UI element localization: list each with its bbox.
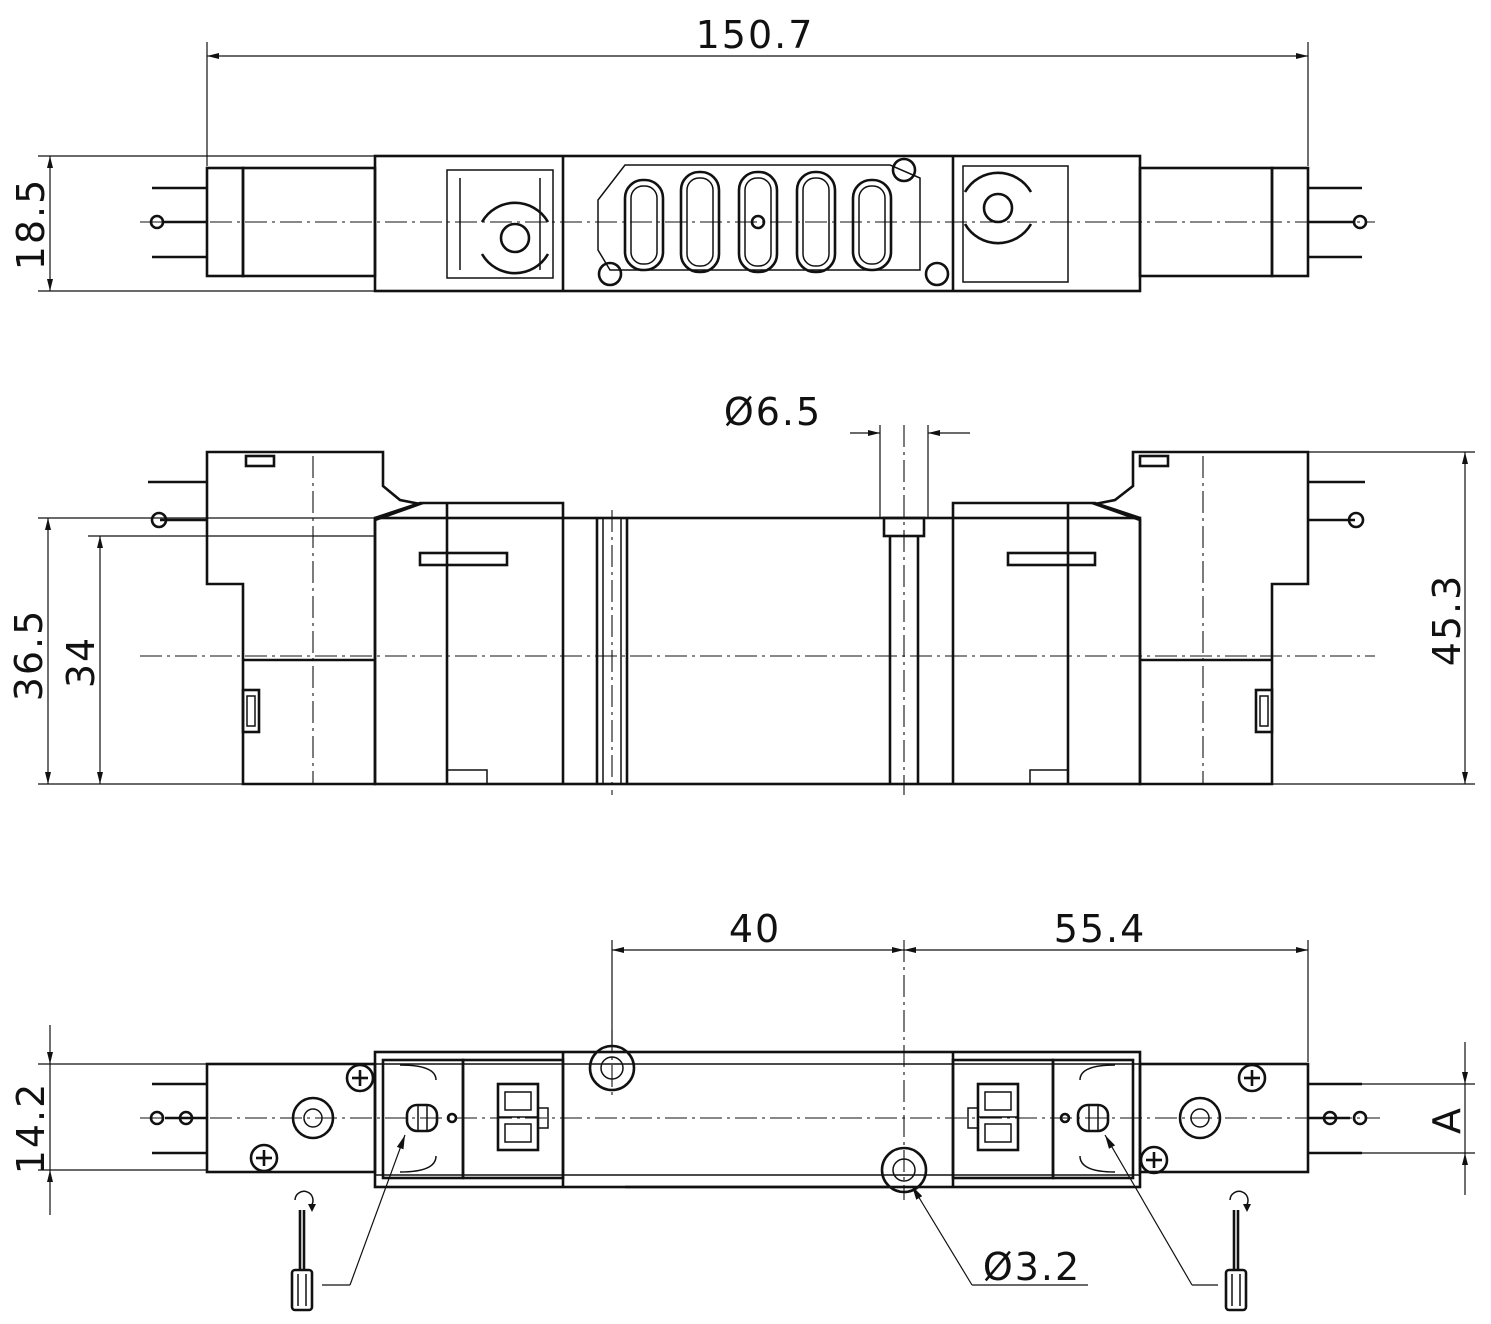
dim-total-height: 45.3 — [1140, 451, 1475, 785]
dim-ref-a: A — [1308, 1042, 1475, 1195]
valve-body-bottom — [373, 1050, 1142, 1189]
dim-mount-height-label: 34 — [59, 636, 103, 688]
mount-hole-3 — [924, 261, 950, 287]
dim-body-height: 36.5 — [7, 517, 375, 785]
right-label-slot — [1006, 551, 1097, 567]
front-view: Ø6.5 45.3 36.5 34 — [7, 390, 1475, 795]
dim-width-bottom: 14.2 — [9, 1025, 207, 1215]
dim-spacing-right: 55.4 — [904, 907, 1309, 1062]
mount-hole-2 — [597, 261, 623, 287]
screwdriver-right-icon — [1104, 1134, 1251, 1312]
dim-height-top-label: 18.5 — [9, 178, 53, 271]
dim-mount-height: 34 — [59, 535, 375, 784]
dim-spacing-left-label: 40 — [729, 907, 781, 951]
dim-bore-label: Ø6.5 — [724, 390, 822, 434]
dim-hole: Ø3.2 — [911, 1185, 1088, 1289]
dim-total-height-label: 45.3 — [1425, 574, 1469, 667]
left-screw-2 — [249, 1143, 279, 1173]
valve-body-front — [373, 516, 1142, 786]
left-screw-1 — [345, 1063, 375, 1093]
screwdriver-left-icon — [290, 1134, 406, 1312]
left-override-hole — [499, 222, 531, 254]
right-solenoid-head — [1090, 450, 1310, 786]
right-override-hole — [982, 192, 1014, 224]
dim-ref-a-label: A — [1425, 1106, 1469, 1134]
mount-hole-1 — [891, 157, 917, 183]
dim-bore: Ø6.5 — [724, 390, 970, 518]
left-label-slot — [418, 551, 509, 567]
bottom-view: 40 55.4 14.2 A Ø3. — [9, 907, 1475, 1312]
dim-hole-label: Ø3.2 — [983, 1245, 1081, 1289]
dim-height-top: 18.5 — [9, 155, 375, 292]
right-screw-2 — [1139, 1145, 1169, 1175]
dim-spacing-left: 40 — [611, 907, 904, 1046]
dim-width-bottom-label: 14.2 — [9, 1082, 53, 1175]
top-view: 150.7 18.5 — [9, 13, 1375, 293]
dim-body-height-label: 36.5 — [7, 609, 51, 702]
dim-width-label: 150.7 — [696, 13, 815, 57]
dim-spacing-right-label: 55.4 — [1054, 907, 1147, 951]
dim-width-top: 150.7 — [206, 13, 1309, 166]
right-screw-1 — [1237, 1063, 1267, 1093]
